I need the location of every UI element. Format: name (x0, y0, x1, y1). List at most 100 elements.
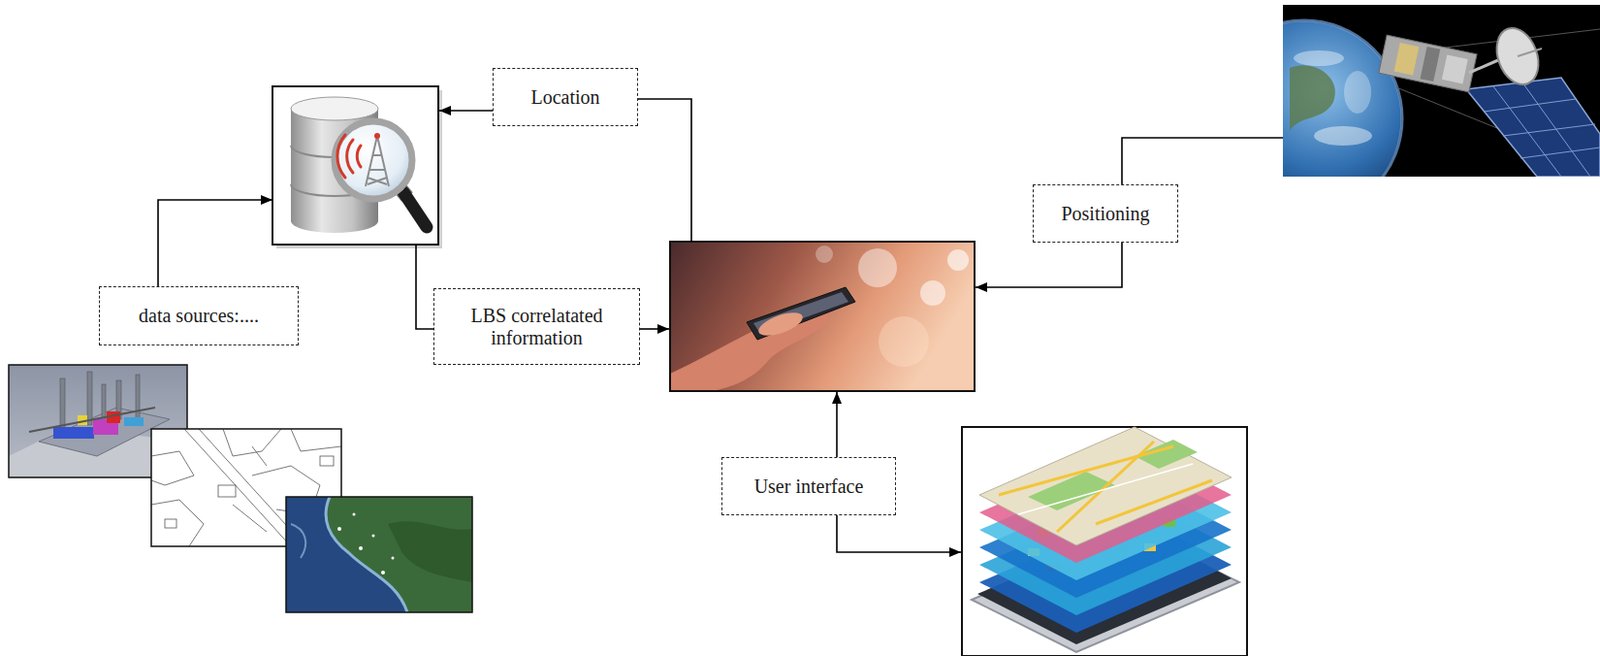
bim-model-image-part-part-part (60, 378, 65, 432)
smartphone-photo-part-part (746, 287, 856, 340)
flow-line (638, 98, 692, 242)
app-layers-illustration-part (998, 441, 1213, 532)
flow-arrow (158, 199, 273, 287)
satellite-map-image-part-part (286, 496, 473, 612)
label-box: Positioning (1032, 184, 1179, 243)
satellite-map-image-part-part-part (372, 534, 376, 538)
flow-arrow (975, 242, 1122, 288)
label-box: data sources:.... (98, 286, 299, 346)
satellite-map-image-part-part (325, 496, 408, 612)
database-icon-part-part (365, 135, 389, 187)
cadastral-map-image-part-part (232, 504, 267, 532)
bim-model-image-part-part-part (87, 371, 93, 425)
flow-arrow (835, 391, 838, 457)
satellite-map-image-part-part (337, 512, 395, 576)
app-layers-illustration-part (1018, 463, 1193, 514)
satellite-photo-part-part (1289, 64, 1336, 131)
satellite-photo-part (1282, 20, 1600, 177)
app-layers-illustration (961, 426, 1248, 656)
flow-line (1121, 137, 1283, 185)
satellite-photo-part-part (1282, 21, 1402, 177)
smartphone-photo-part (670, 241, 975, 391)
cadastral-map-image-part-part (218, 484, 236, 497)
database-icon (272, 86, 443, 249)
satellite-map-image-part (286, 496, 473, 612)
database-icon-part (403, 192, 427, 227)
app-layers-illustration-part (979, 426, 1232, 545)
satellite-photo-part-part (1378, 34, 1477, 93)
satellite-map-image-part-part (325, 496, 473, 612)
database-icon-part (290, 96, 379, 121)
satellite-photo-part-part-part (1483, 98, 1576, 112)
database-icon-part (337, 134, 361, 178)
satellite-map-image-part-part-part (337, 526, 342, 531)
box-label: Positioning (1060, 202, 1150, 225)
app-layers-illustration-part-part (998, 446, 1174, 495)
database-icon-part (365, 135, 389, 187)
database-icon-part-part (347, 139, 353, 173)
satellite-photo-part-part-part (1441, 54, 1469, 84)
cadastral-map-image-part-part (151, 499, 204, 546)
satellite-map-image-part (286, 496, 473, 612)
database-icon-part-part (356, 145, 361, 167)
satellite-photo-part-part-part (1520, 147, 1600, 159)
box-label: Location (530, 86, 600, 109)
flow-arrow (439, 109, 493, 112)
satellite-photo-part-part (1469, 60, 1499, 73)
app-layers-illustration-part (961, 426, 1248, 656)
satellite-photo-part-part-part (1503, 124, 1596, 136)
satellite-map-image-part-part (387, 520, 473, 582)
box-label: data sources:.... (138, 304, 259, 327)
satellite-photo-part-part (1313, 126, 1373, 146)
app-layers-illustration-part-part (1056, 441, 1154, 532)
satellite-photo-part-part-part (1420, 46, 1441, 82)
database-icon-part (334, 121, 413, 199)
satellite-map-image-part-part-part (391, 556, 395, 560)
database-icon-part (272, 86, 439, 245)
smartphone-photo (670, 241, 975, 394)
cadastral-map-image-part-part (164, 518, 177, 528)
satellite-photo-part-part-part (1394, 42, 1420, 76)
satellite-photo-part-part (1293, 50, 1344, 66)
box-label: User interface (754, 475, 864, 498)
satellite-photo-part-part (1517, 48, 1542, 57)
label-box: LBS correlatated information (433, 288, 640, 365)
smartphone-photo-part-part (755, 307, 805, 340)
cadastral-map-image-part-part (320, 455, 334, 466)
cadastral-map-image-part-part (252, 446, 267, 466)
satellite-photo-part-part-part (1493, 86, 1562, 177)
database-icon-part (374, 132, 381, 139)
smartphone-photo-part-part (920, 280, 946, 306)
flow-line (416, 244, 436, 329)
bim-model-image-part-part (124, 416, 144, 426)
cadastral-map-image-part-part (151, 450, 194, 485)
smartphone-photo-part-part (878, 316, 929, 367)
cadastral-map-image-part-part (223, 428, 282, 456)
satellite-photo-part-part (1483, 82, 1600, 177)
label-box: Location (492, 67, 639, 127)
satellite-map-image-part-part-part (358, 545, 363, 550)
satellite-map-image (286, 496, 473, 612)
satellite-photo-part-part-part (1378, 34, 1477, 93)
cadastral-map-image-part-part (290, 428, 342, 451)
satellite-photo-part-part (1466, 77, 1600, 177)
bim-model-image-part-part (53, 426, 95, 439)
satellite-map-image-part-part-part (352, 512, 356, 516)
flow-arrow (836, 514, 961, 552)
smartphone-photo-part (670, 241, 975, 391)
satellite-photo-part-part (1282, 20, 1403, 177)
database-icon-part-part (337, 134, 346, 178)
satellite-photo (1206, 4, 1600, 217)
app-layers-illustration-part-part (1018, 463, 1193, 514)
satellite-photo-part-part (1344, 70, 1372, 114)
label-box: User interface (721, 456, 896, 515)
satellite-map-image-part-part-part (381, 570, 385, 575)
bim-model-image-part-part (29, 407, 156, 432)
flow-arrow (638, 327, 670, 330)
flow-lines (158, 98, 1283, 552)
satellite-photo-part-part (1489, 22, 1546, 91)
satellite-map-image-part-part (290, 523, 306, 558)
smartphone-photo-part-part (858, 248, 897, 288)
